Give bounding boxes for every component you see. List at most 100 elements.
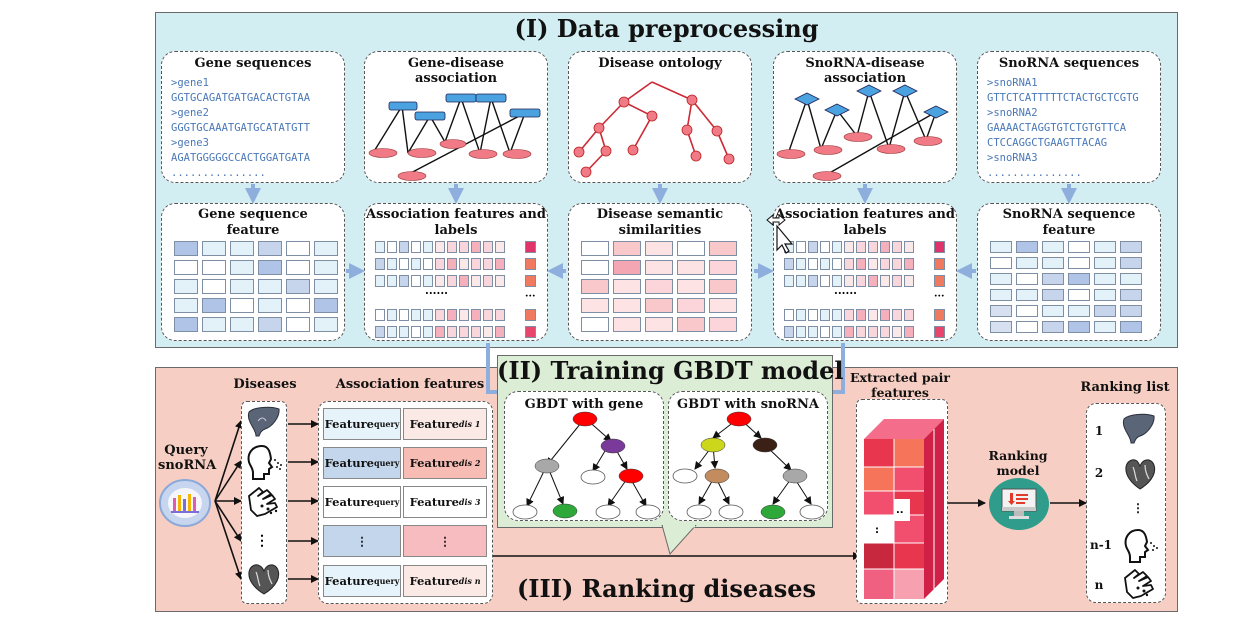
matrix-cell (1042, 257, 1064, 269)
matrix-cell (375, 326, 385, 338)
matrix-cell (856, 309, 866, 321)
matrix-cell (1094, 289, 1116, 301)
query-label: Query snoRNA (158, 443, 216, 473)
gene-tree-title: GBDT with gene (524, 397, 644, 412)
matrix-cell (796, 309, 806, 321)
matrix-cell (202, 260, 226, 275)
matrix-cell (892, 241, 902, 253)
label-cell (934, 275, 945, 287)
seq-line: >snoRNA3 (987, 152, 1038, 164)
rank-number: 2 (1094, 466, 1104, 480)
snorna-disease-graph (776, 84, 949, 181)
matrix-cell (286, 241, 310, 256)
gene-disease-graph (368, 93, 541, 181)
seq-line: ............... (171, 167, 266, 179)
label-dots: ··· (934, 291, 945, 302)
matrix-cell (1016, 273, 1038, 285)
matrix-cell (258, 279, 282, 294)
gene-disease-title-1: Gene-disease (407, 56, 505, 71)
label-cell (525, 241, 536, 253)
matrix-cell (880, 309, 890, 321)
feature-sub: query (373, 576, 400, 586)
gene-disease-title-2: association (414, 71, 498, 86)
matrix-cell (447, 326, 457, 338)
matrix-cell (314, 241, 338, 256)
matrix-cell (483, 326, 493, 338)
matrix-cell (645, 260, 673, 275)
matrix-cell (820, 241, 830, 253)
assoc-left-title-2: labels (434, 223, 478, 238)
matrix-cell (435, 275, 445, 287)
matrix-cell (581, 298, 609, 313)
matrix-cell (230, 279, 254, 294)
matrix-cell (375, 275, 385, 287)
matrix-cell (495, 241, 505, 253)
matrix-cell (645, 317, 673, 332)
skin-rash-icon (248, 487, 278, 517)
heart-icon (248, 564, 280, 595)
matrix-cell (423, 309, 433, 321)
matrix-cell (709, 279, 737, 294)
matrix-cell (844, 275, 854, 287)
svg-text:..: .. (896, 505, 904, 516)
matrix-cell (483, 241, 493, 253)
snorna-disease-card: SnoRNA-disease association (773, 51, 957, 183)
gene-feature-title-2: feature (226, 223, 280, 238)
label-cell (525, 309, 536, 321)
matrix-cell (399, 309, 409, 321)
matrix-cell (1094, 321, 1116, 333)
matrix-cell (202, 298, 226, 313)
matrix-cell (286, 260, 310, 275)
matrix-cell (1120, 241, 1142, 253)
matrix-cell (471, 275, 481, 287)
matrix-cell (447, 241, 457, 253)
matrix-cell (314, 260, 338, 275)
matrix-cell (892, 258, 902, 270)
matrix-cell (645, 279, 673, 294)
matrix-cell (435, 326, 445, 338)
matrix-cell (174, 241, 198, 256)
feature-word: Feature (409, 574, 459, 588)
matrix-cell (423, 326, 433, 338)
matrix-cell (495, 275, 505, 287)
matrix-cell (709, 317, 737, 332)
matrix-cell (990, 257, 1012, 269)
cube-cell (864, 491, 894, 515)
feature-query-cell: ⋮ (323, 525, 401, 557)
semantic-title-1: Disease semantic (596, 207, 724, 222)
matrix-cell (174, 317, 198, 332)
matrix-cell (613, 260, 641, 275)
matrix-cell (832, 309, 842, 321)
matrix-cell (613, 298, 641, 313)
snorna-sequence-list: >snoRNA1 GTTCTCATTTTTCTACTGCTCGTG >snoRN… (987, 76, 1139, 181)
semantic-card: Disease semantic similarities (568, 203, 752, 341)
matrix-cell (1094, 257, 1116, 269)
assoc-right-title-2: labels (843, 223, 887, 238)
cube-cell (894, 467, 924, 491)
snorna-tree-title: GBDT with snoRNA (677, 397, 819, 412)
matrix-cell (784, 258, 794, 270)
matrix-cell (423, 241, 433, 253)
matrix-cell (459, 241, 469, 253)
matrix-cell (375, 309, 385, 321)
assoc-right-title-1: Association features and (775, 207, 955, 222)
assoc-features-label: Association features (335, 377, 485, 392)
matrix-cell (677, 317, 705, 332)
matrix-cell (990, 241, 1012, 253)
label-dots: ··· (525, 291, 536, 302)
matrix-cell (904, 326, 914, 338)
cough-icon (1124, 528, 1158, 563)
matrix-cell (202, 241, 226, 256)
assoc-left-card: Association features and labels ··· ....… (364, 203, 548, 341)
matrix-cell (1094, 305, 1116, 317)
matrix-cell (1042, 273, 1064, 285)
matrix-cell (375, 241, 385, 253)
matrix-cell (832, 275, 842, 287)
snorna-feature-card: SnoRNA sequence feature (977, 203, 1161, 341)
matrix-cell (784, 326, 794, 338)
snorna-sequences-title: SnoRNA sequences (998, 56, 1140, 71)
matrix-cell (1068, 321, 1090, 333)
